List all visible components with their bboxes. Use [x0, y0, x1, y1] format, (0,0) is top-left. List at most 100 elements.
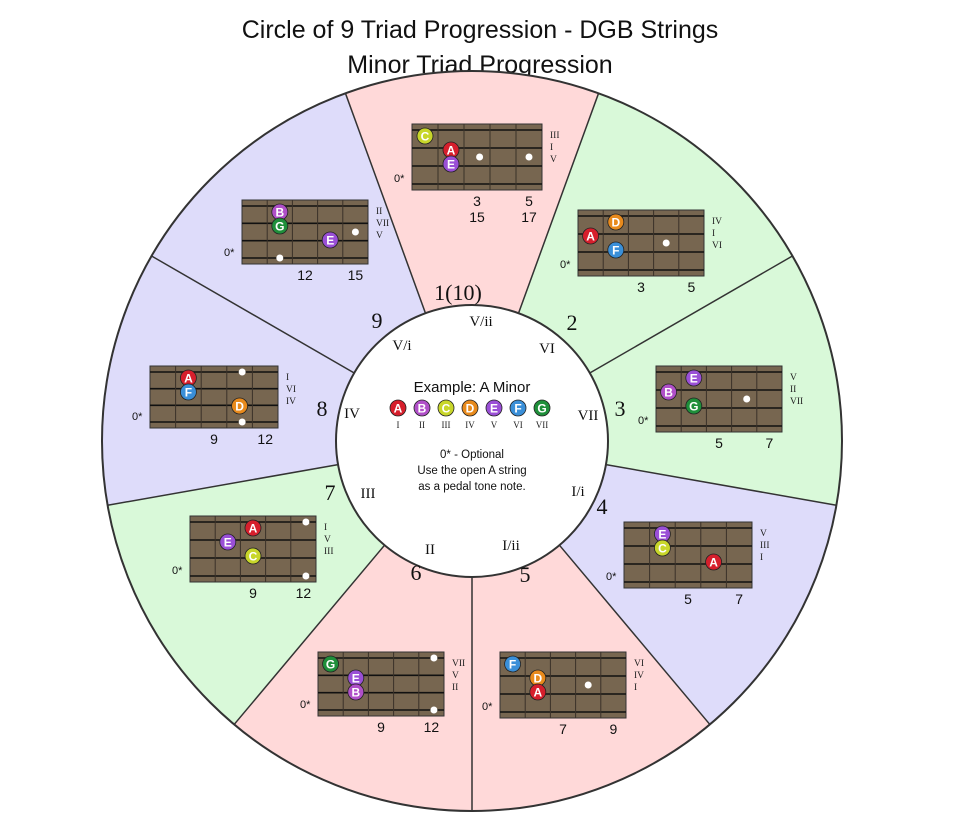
note-marker-letter: E: [658, 528, 666, 542]
note-marker-letter: B: [275, 206, 284, 220]
fret-marker-dot: [430, 706, 438, 714]
open-string-label: 0*: [172, 565, 183, 577]
fret-number: 7: [766, 435, 774, 451]
triad-numeral: I: [286, 373, 289, 383]
segment-number: 7: [325, 480, 336, 505]
open-string-label: 0*: [638, 415, 649, 427]
legend-note-d: [461, 399, 479, 417]
triad-numeral: V: [790, 373, 797, 383]
triad-numeral: IV: [286, 397, 296, 407]
note-marker-letter: E: [352, 672, 360, 686]
fret-number: 5: [525, 193, 533, 209]
triad-numeral: VII: [452, 659, 465, 669]
note-marker-e: [685, 369, 703, 387]
divider-5: [558, 544, 711, 725]
fret-marker-dot: [743, 395, 751, 403]
triad-numeral: I: [324, 523, 327, 533]
triad-numeral: VII: [790, 397, 803, 407]
note-marker-a: [529, 683, 547, 701]
note-marker-d: [231, 397, 249, 415]
segment-number: 4: [597, 494, 608, 519]
legend-note-c: [437, 399, 455, 417]
note-marker-letter: C: [658, 542, 667, 556]
legend-note-numeral: IV: [465, 420, 475, 430]
note-marker-letter: E: [224, 536, 232, 550]
legend-note-letter: A: [394, 402, 403, 416]
fret-number-upper: 17: [521, 209, 537, 225]
segment-numeral: V/i: [392, 338, 411, 354]
legend-note-numeral: II: [419, 420, 425, 430]
fretboard-body: [241, 199, 369, 265]
legend-note-a: [389, 399, 407, 417]
fret-number: 15: [348, 267, 364, 283]
divider-1: [344, 93, 427, 314]
triad-numeral: IV: [712, 217, 722, 227]
note-marker-g: [271, 217, 289, 235]
note-marker-letter: A: [249, 522, 258, 536]
segment-numeral: VII: [578, 408, 599, 424]
note-marker-letter: A: [533, 686, 542, 700]
legend-note-letter: F: [514, 402, 521, 416]
fret-number: 3: [637, 279, 645, 295]
fretboard-body: [149, 365, 279, 429]
legend-note-numeral: III: [442, 420, 451, 430]
note-marker-letter: D: [611, 216, 620, 230]
legend-note-numeral: VII: [536, 420, 549, 430]
legend-note-numeral: V: [491, 420, 498, 430]
fret-number: 5: [715, 435, 723, 451]
legend-note-f: [509, 399, 527, 417]
triad-numeral: III: [550, 131, 560, 141]
note-marker-letter: A: [586, 230, 595, 244]
fretboard-body: [499, 651, 627, 719]
note-marker-c: [654, 539, 671, 557]
fret-number: 12: [424, 719, 440, 735]
legend-note-g: [533, 399, 551, 417]
open-string-label: 0*: [224, 247, 235, 259]
note-marker-b: [347, 683, 365, 701]
fret-marker-dot: [238, 418, 246, 426]
optional-note-line2: Use the open A string: [417, 465, 526, 477]
fretboard-body: [317, 651, 445, 717]
fret-number: 5: [688, 279, 696, 295]
note-marker-letter: G: [326, 658, 335, 672]
segment-number: 3: [615, 396, 626, 421]
inner-circle: [335, 304, 609, 578]
fret-number: 9: [377, 719, 385, 735]
triad-numeral: V: [376, 231, 383, 241]
note-marker-letter: E: [447, 158, 455, 172]
segment-number: 1(10): [434, 280, 482, 305]
open-string-label: 0*: [132, 411, 143, 423]
triad-numeral: II: [790, 385, 796, 395]
legend-note-e: [485, 399, 503, 417]
optional-note-line3: as a pedal tone note.: [418, 481, 525, 493]
legend-note-letter: G: [537, 402, 546, 416]
fret-number: 12: [296, 585, 312, 601]
fret-marker-dot: [276, 254, 284, 262]
triad-numeral: I: [550, 143, 553, 153]
note-marker-letter: C: [249, 550, 258, 564]
sector-dividers: [107, 93, 837, 811]
segment-numeral: III: [361, 486, 376, 502]
fretboard-body: [577, 209, 705, 277]
note-marker-e: [442, 155, 460, 173]
segment-numeral: II: [425, 542, 435, 558]
note-marker-letter: B: [351, 686, 360, 700]
legend-note-numeral: I: [397, 420, 400, 430]
fret-number: 12: [297, 267, 313, 283]
triad-numeral: V: [760, 529, 767, 539]
triad-numeral: III: [760, 541, 770, 551]
segment-number: 9: [372, 308, 383, 333]
note-marker-letter: D: [235, 400, 244, 414]
fret-number: 9: [210, 431, 218, 447]
note-marker-letter: G: [689, 400, 698, 414]
triad-numeral: I: [712, 229, 715, 239]
